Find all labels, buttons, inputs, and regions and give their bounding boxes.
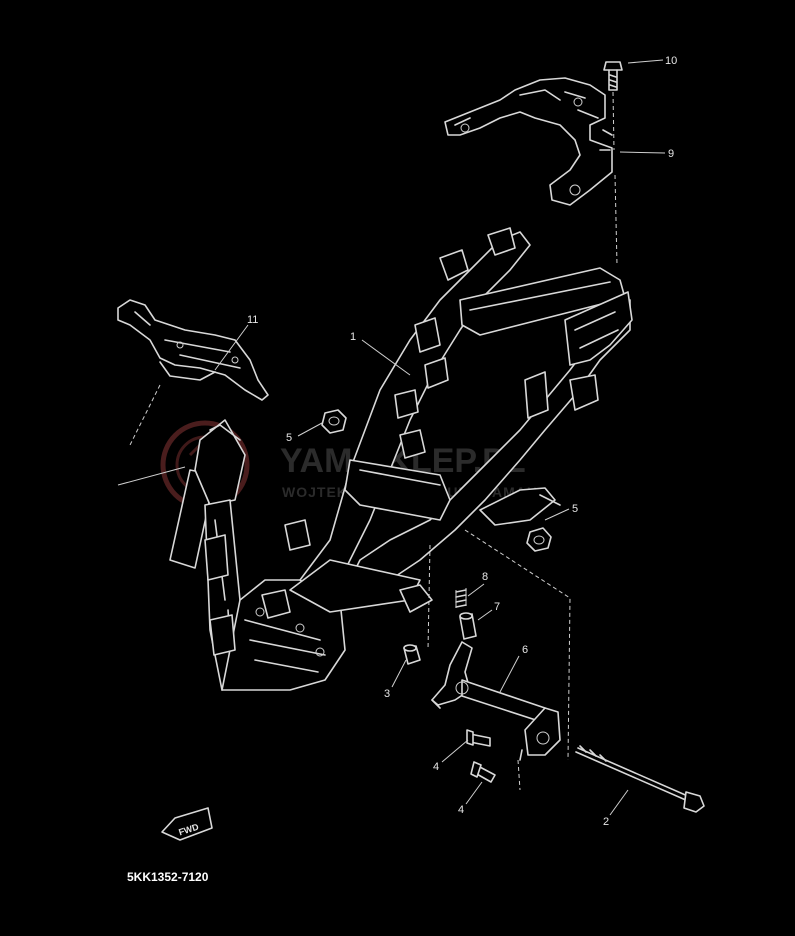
callout-numbers: 1 2 3 4 4 5 5 6 7 8 9 10 11 [247,55,677,828]
part-5-nut-lower [526,527,552,552]
part-3-bush [403,644,421,665]
part-6-stand [431,641,561,761]
part-4-bolt-upper [466,729,491,747]
callout-5-upper: 5 [286,432,292,444]
callout-11: 11 [247,314,258,326]
callout-4-upper: 4 [433,761,439,773]
callout-10: 10 [665,55,677,67]
part-2-long-bolt [575,745,705,813]
part-7-collar [459,612,477,640]
callout-1: 1 [350,331,356,343]
callout-6: 6 [522,644,528,656]
callout-8: 8 [482,571,488,583]
callout-9: 9 [668,148,674,160]
part-5-nut-upper [321,409,347,434]
callout-4-lower: 4 [458,804,464,816]
part-4-bolt-lower [470,761,496,783]
callout-5-lower: 5 [572,503,578,515]
callout-2: 2 [603,816,609,828]
diagram-code: 5KK1352-7120 [127,870,209,884]
part-1-main-frame [169,227,633,691]
part-11-bracket [117,299,269,401]
part-8-spring [455,588,467,608]
fwd-arrow-icon: FWD [161,807,213,841]
callout-3: 3 [384,688,390,700]
callout-7: 7 [494,601,500,613]
callout-leaders [214,59,666,816]
part-9-bracket [444,77,618,266]
part-10-bolt [603,61,623,151]
